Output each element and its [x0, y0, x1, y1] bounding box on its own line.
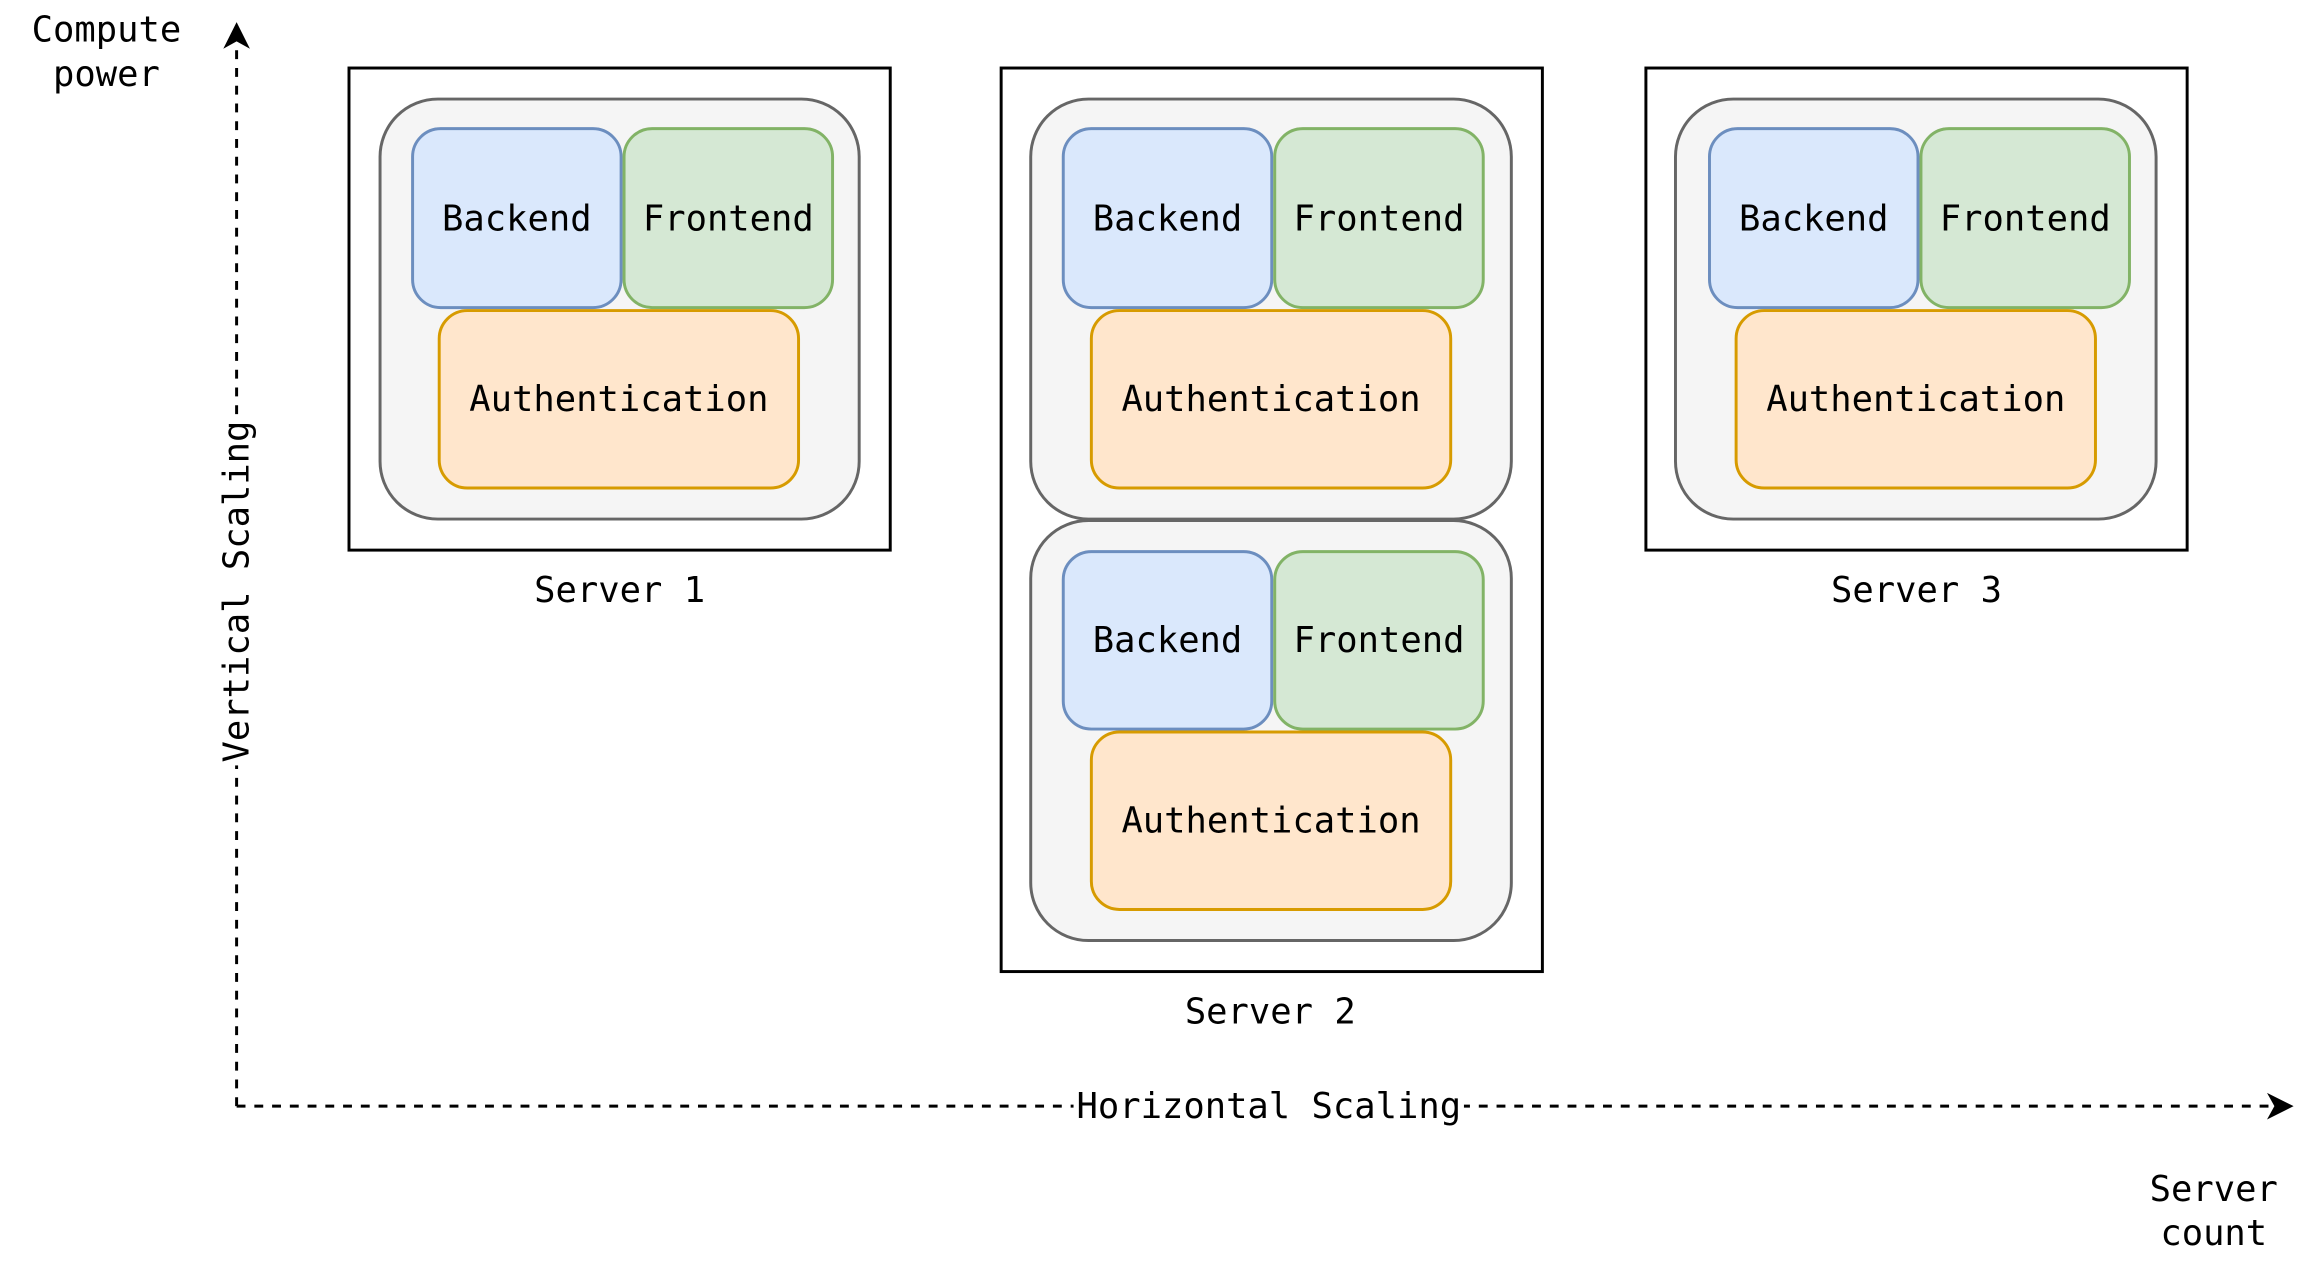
server-3-label: Server 3	[1831, 569, 2002, 611]
server-2-bottom-authentication: Authentication	[1089, 730, 1453, 911]
server-1-backend: Backend	[411, 127, 623, 310]
x-axis-title-line-2: count	[2160, 1212, 2268, 1255]
frontend-label: Frontend	[642, 197, 814, 239]
server-1-frontend: Frontend	[622, 127, 835, 310]
server-1-label: Server 1	[534, 569, 706, 611]
y-axis-title: Compute power	[32, 7, 182, 96]
x-axis-label: Horizontal Scaling	[1073, 1083, 1465, 1129]
frontend-label: Frontend	[1293, 197, 1465, 239]
authentication-label: Authentication	[1766, 378, 2066, 420]
server-3-authentication: Authentication	[1734, 309, 2097, 490]
y-axis-title-line-1: Compute	[31, 8, 182, 51]
server-2-label: Server 2	[1184, 990, 1356, 1033]
server-2-top-frontend: Frontend	[1273, 127, 1485, 310]
y-axis-title-line-2: power	[53, 53, 160, 95]
x-axis-title-line-1: Server	[2149, 1168, 2278, 1210]
server-3-backend: Backend	[1708, 127, 1920, 310]
backend-label: Backend	[442, 197, 592, 239]
x-axis-title: Server count	[2150, 1167, 2278, 1256]
server-2-bottom-frontend: Frontend	[1273, 550, 1485, 731]
server-2-top-backend: Backend	[1061, 127, 1274, 310]
backend-label: Backend	[1092, 197, 1243, 239]
backend-label: Backend	[1738, 197, 1889, 239]
frontend-label: Frontend	[1939, 197, 2111, 239]
y-axis-label: Vertical Scaling	[214, 417, 259, 766]
backend-label: Backend	[1092, 619, 1243, 662]
server-1-authentication: Authentication	[437, 309, 801, 490]
authentication-label: Authentication	[1121, 800, 1421, 842]
y-axis-arrowhead	[223, 22, 250, 49]
authentication-label: Authentication	[469, 378, 769, 420]
x-axis-arrowhead	[2267, 1092, 2294, 1120]
server-3-frontend: Frontend	[1919, 127, 2131, 310]
frontend-label: Frontend	[1293, 619, 1465, 662]
server-2-bottom-backend: Backend	[1061, 550, 1274, 731]
authentication-label: Authentication	[1121, 378, 1421, 420]
server-2-top-authentication: Authentication	[1089, 309, 1453, 490]
